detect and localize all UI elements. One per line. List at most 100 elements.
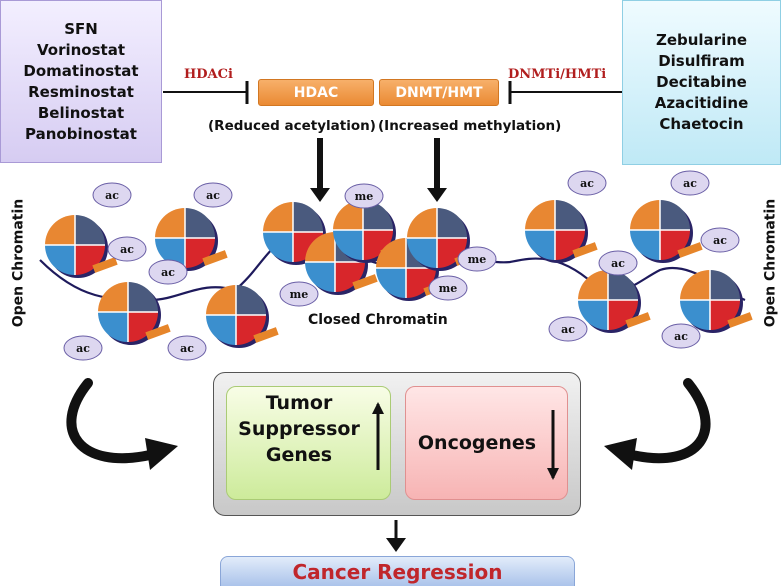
histone-quadrant: [75, 215, 105, 245]
drug-name: Resminostat: [28, 82, 134, 101]
histone-quadrant: [333, 230, 363, 260]
acetyl-tag-shape: [548, 316, 588, 342]
drug-name: SFN: [64, 19, 98, 38]
histone-quadrant: [376, 238, 406, 268]
dnmti-label: DNMTi/HMTi: [508, 67, 607, 82]
drug-name: Chaetocin: [659, 115, 744, 133]
acetyl-tag-text: ac: [611, 257, 625, 270]
histone-quadrant: [578, 270, 608, 300]
histone-quadrant: [407, 238, 437, 268]
histone-quadrant: [363, 230, 393, 260]
oncogenes-box: [405, 386, 568, 500]
histone-quadrant: [155, 238, 185, 268]
acetyl-tag-shape: [567, 170, 607, 196]
histone-quadrant: [630, 230, 660, 260]
acetyl-tag: ac: [193, 182, 233, 208]
right-curve-arrow-head: [604, 438, 637, 470]
acetyl-tag: ac: [63, 335, 103, 361]
acetyl-tag-text: ac: [206, 189, 220, 202]
left-curve-arrow-head: [145, 438, 178, 470]
histone-quadrant: [578, 300, 608, 330]
tumor-suppressor-trend-arrow-head: [372, 402, 384, 414]
nucleosomes: [45, 200, 753, 348]
linker-histone: [352, 274, 378, 290]
closed-chromatin-label: Closed Chromatin: [308, 312, 448, 328]
methyl-tag-text: me: [355, 190, 374, 203]
drug-name: Zebularine: [655, 31, 748, 49]
methyl-tag: me: [428, 275, 468, 301]
histone-quadrant: [98, 312, 128, 342]
histone-quadrant: [236, 315, 266, 345]
acetyl-tag-text: ac: [580, 177, 594, 190]
acetyl-tag-shape: [167, 335, 207, 361]
drug-name: Decitabine: [656, 73, 747, 91]
cancer-regression-box: Cancer Regression: [220, 556, 575, 586]
histone-quadrant: [630, 200, 660, 230]
acetyl-tag: ac: [567, 170, 607, 196]
acetyl-tag-shape: [598, 250, 638, 276]
histone-quadrant: [45, 215, 75, 245]
histone-quadrant: [406, 268, 436, 298]
nucleosome: [155, 208, 228, 271]
acetyl-tag-shape: [700, 227, 740, 253]
flow-arrows: [66, 138, 711, 552]
drug-name: Domatinostat: [23, 61, 139, 80]
nucleosome: [578, 270, 651, 333]
histone-quadrant: [407, 208, 437, 238]
methyl-tag-shape: [344, 183, 384, 209]
histone-quadrant: [437, 208, 467, 238]
histone-quadrant: [98, 282, 128, 312]
linker-histone: [92, 257, 118, 273]
histone-quadrant: [128, 282, 158, 312]
acetyl-tag-shape: [193, 182, 233, 208]
connector-lines: [163, 81, 622, 104]
linker-histone: [625, 312, 651, 328]
acetyl-tag: ac: [92, 182, 132, 208]
acetyl-tag-text: ac: [120, 243, 134, 256]
histone-quadrant: [128, 312, 158, 342]
acetyl-tag-text: ac: [683, 177, 697, 190]
histone-quadrant: [45, 245, 75, 275]
acetyl-tag-shape: [107, 236, 147, 262]
methyl-tag: me: [279, 281, 319, 307]
histone-quadrant: [333, 200, 363, 230]
methyl-tag: me: [457, 246, 497, 272]
cancer-regression-label: Cancer Regression: [292, 560, 503, 584]
right-curve-arrow-shaft: [627, 378, 711, 464]
histone-quadrant: [608, 270, 638, 300]
dnmt-effect-arrow-head: [427, 188, 447, 202]
reduced-acetylation-label: (Reduced acetylation): [208, 118, 376, 134]
histone-quadrant: [710, 300, 740, 330]
histone-quadrant: [305, 262, 335, 292]
methyl-tag-text: me: [290, 288, 309, 301]
acetyl-tag: ac: [700, 227, 740, 253]
linker-histone: [253, 327, 279, 343]
acetyl-tag: ac: [548, 316, 588, 342]
histone-quadrant: [335, 262, 365, 292]
histone-quadrant: [555, 200, 585, 230]
acetyl-tag-shape: [661, 323, 701, 349]
histone-quadrant: [525, 200, 555, 230]
histone-quadrant: [660, 200, 690, 230]
regression-arrow-head: [386, 538, 406, 552]
oncogenes-trend-arrow-head: [547, 468, 559, 480]
histone-quadrant: [263, 202, 293, 232]
histone-quadrant: [236, 285, 266, 315]
histone-quadrant: [555, 230, 585, 260]
nucleosome: [680, 270, 753, 333]
hdac-enzyme: HDAC: [258, 79, 374, 106]
drug-name: Panobinostat: [25, 124, 137, 143]
methyl-tag-shape: [428, 275, 468, 301]
nucleosome: [630, 200, 703, 263]
linker-histone: [145, 324, 171, 340]
histone-quadrant: [206, 285, 236, 315]
acetyl-tag-shape: [148, 259, 188, 285]
histone-quadrant: [293, 202, 323, 232]
tumor-suppressor-line: Suppressor: [238, 418, 360, 440]
tumor-suppressor-line: Tumor: [265, 392, 333, 414]
histone-quadrant: [155, 208, 185, 238]
